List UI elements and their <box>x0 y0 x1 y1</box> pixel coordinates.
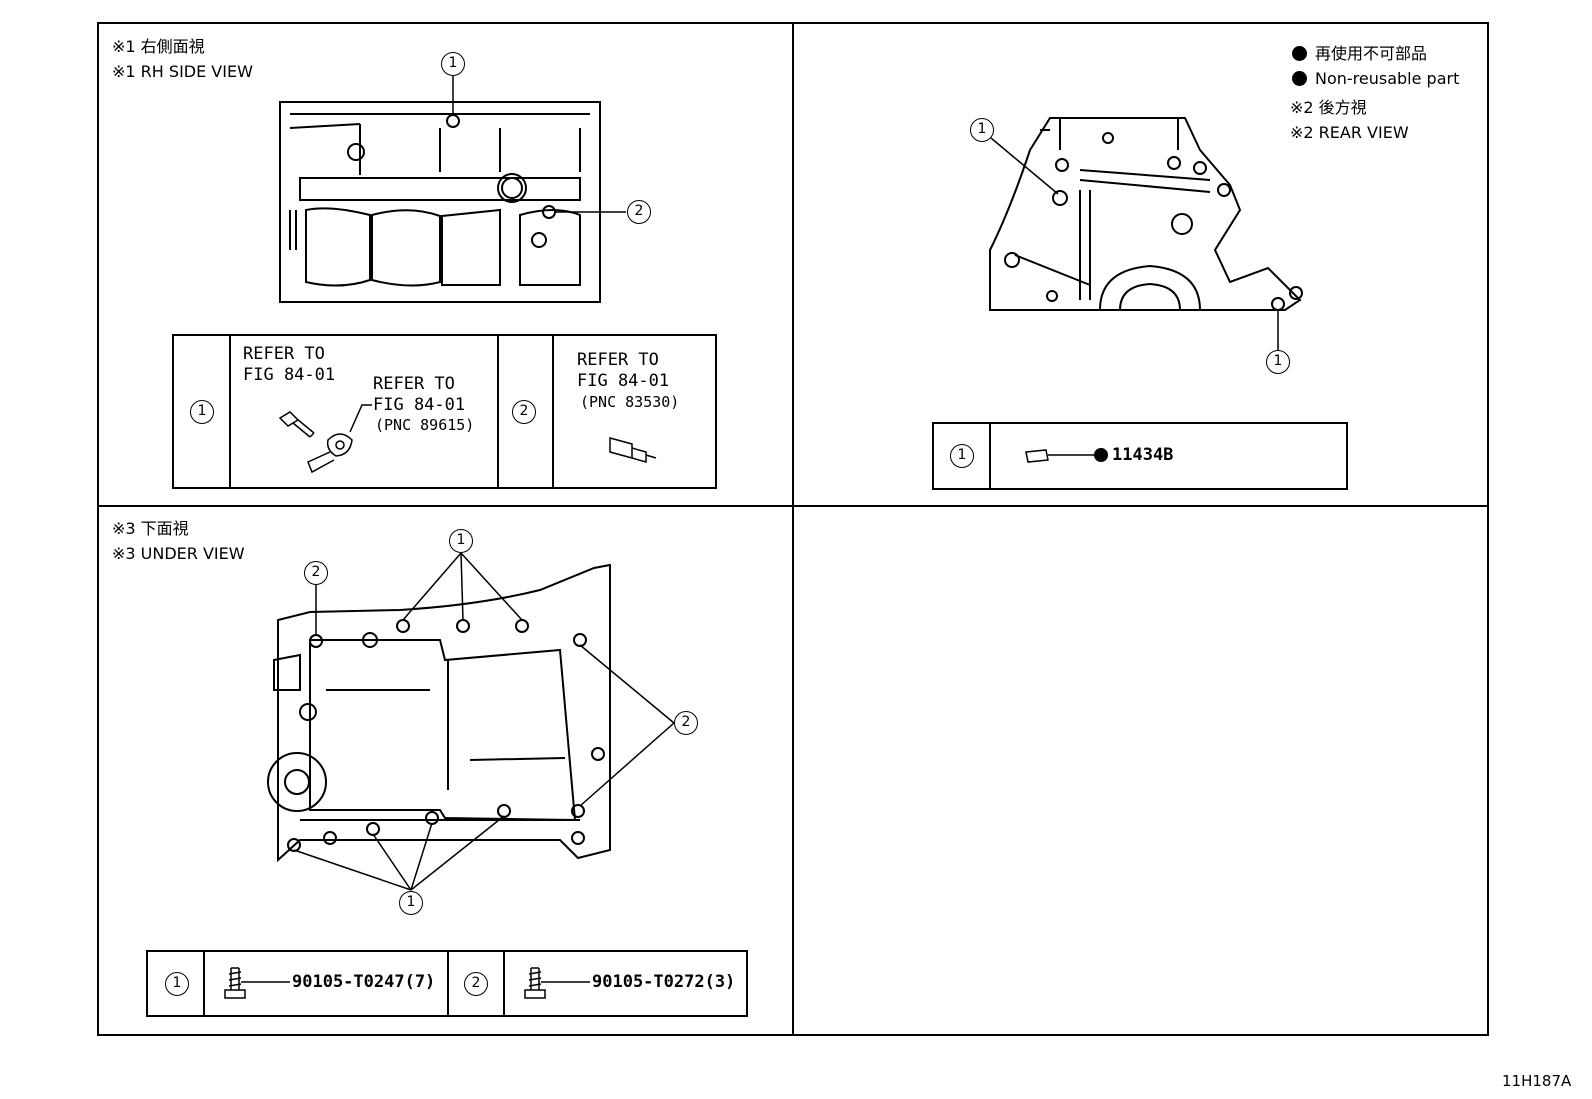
rh-legend-refer-b-pnc: (PNC 89615) <box>375 416 475 434</box>
rh-legend-refer-a-line2: FIG 84-01 <box>243 365 336 385</box>
rear-legend-item1-number: 1 <box>950 444 974 468</box>
under-legend-table <box>146 950 748 1017</box>
filled-dot-icon <box>1292 71 1307 86</box>
rh-side-title-jp: ※1 右側面視 <box>112 37 205 56</box>
under-title-en: ※3 UNDER VIEW <box>112 544 245 563</box>
rh-legend-refer-a-line1: REFER TO <box>243 344 325 364</box>
rh-legend-item2-number: 2 <box>512 400 536 424</box>
under-callout-2-top: 2 <box>304 561 328 585</box>
under-callout-1-bottom: 1 <box>399 891 423 915</box>
rh-side-title-en: ※1 RH SIDE VIEW <box>112 62 253 81</box>
under-callout-1-top: 1 <box>449 529 473 553</box>
rh-legend-part-sketches <box>278 404 657 474</box>
under-callout-2-right: 2 <box>674 711 698 735</box>
filled-dot-icon <box>1292 46 1307 61</box>
rear-legend-table <box>932 422 1348 490</box>
under-title-jp: ※3 下面視 <box>112 519 189 538</box>
rear-legend-pin-sketch <box>1025 448 1108 463</box>
rh-side-legend-table <box>172 334 717 489</box>
figure-id: 11H187A <box>1502 1072 1572 1090</box>
under-legend-part2: 90105-T0272(3) <box>592 972 736 992</box>
rh-legend-refer-c-pnc: (PNC 83530) <box>580 393 680 411</box>
rear-title-jp: ※2 後方視 <box>1290 98 1367 117</box>
rh-legend-refer-c-line2: FIG 84-01 <box>577 371 670 391</box>
rh-side-callout-1: 1 <box>441 52 465 76</box>
under-legend-bolt-sketches <box>224 967 590 999</box>
rh-legend-refer-c-line1: REFER TO <box>577 350 659 370</box>
rh-legend-refer-b-line2: FIG 84-01 <box>373 395 466 415</box>
under-view-block-drawing <box>267 552 675 891</box>
rear-callout-1b: 1 <box>1266 350 1290 374</box>
non-reusable-note-en: Non-reusable part <box>1292 69 1459 89</box>
under-legend-item2-number: 2 <box>464 972 488 996</box>
horizontal-divider <box>97 505 1489 507</box>
under-legend-item1-number: 1 <box>165 972 189 996</box>
rh-side-block-drawing <box>279 76 626 303</box>
rh-legend-refer-b-line1: REFER TO <box>373 374 455 394</box>
under-legend-part1: 90105-T0247(7) <box>292 972 436 992</box>
non-reusable-note-jp: 再使用不可部品 <box>1292 44 1427 64</box>
rear-title-en: ※2 REAR VIEW <box>1290 123 1409 142</box>
rh-side-callout-2: 2 <box>627 200 651 224</box>
rear-legend-part-number: 11434B <box>1112 445 1174 465</box>
rear-view-block-drawing <box>989 117 1303 354</box>
vertical-divider <box>792 22 794 1036</box>
rh-legend-item1-number: 1 <box>190 400 214 424</box>
rear-callout-1a: 1 <box>970 118 994 142</box>
